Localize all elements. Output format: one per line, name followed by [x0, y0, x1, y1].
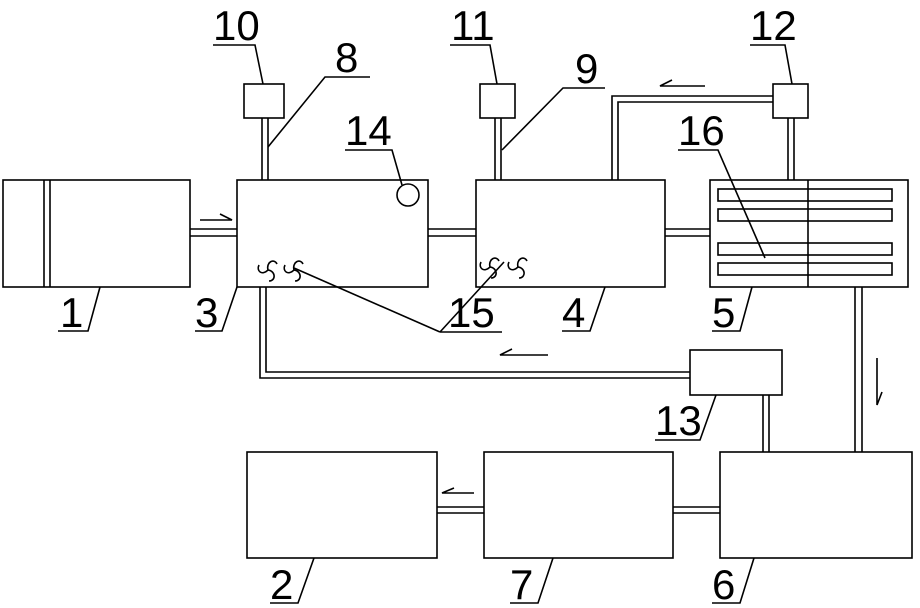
- leader-7: [510, 557, 554, 604]
- box-5-bar-2: [717, 208, 893, 222]
- box-11: [479, 83, 516, 119]
- label-8: 8: [335, 34, 358, 81]
- pipe-12: [787, 118, 795, 180]
- leader-15: [293, 261, 505, 333]
- label-13: 13: [655, 397, 702, 444]
- pipe-5-6: [854, 287, 863, 452]
- label-11: 11: [451, 2, 495, 49]
- fans-15: [257, 257, 528, 282]
- leader-3: [195, 286, 238, 332]
- label-2: 2: [270, 561, 293, 608]
- label-12: 12: [750, 2, 797, 49]
- label-14: 14: [345, 107, 392, 154]
- fan-icon: [479, 257, 500, 279]
- pipe-6-7: [673, 506, 720, 514]
- leader-1: [58, 286, 101, 332]
- box-7: [483, 451, 674, 559]
- arrow-right-icon: [200, 213, 233, 221]
- box-5-outline: [709, 179, 909, 288]
- label-4: 4: [562, 289, 585, 336]
- box-13: [689, 349, 783, 396]
- box-12: [772, 83, 809, 119]
- pipe-13-6: [762, 395, 770, 452]
- leader-4: [562, 286, 606, 332]
- pipe-3-4: [428, 228, 476, 237]
- leader-10: [213, 44, 264, 85]
- label-9: 9: [575, 45, 598, 92]
- leader-16: [678, 149, 766, 259]
- label-15: 15: [448, 289, 495, 336]
- label-7: 7: [510, 561, 533, 608]
- fan-icon: [257, 260, 278, 282]
- fan-icon: [507, 257, 528, 279]
- arrow-left-icon: [659, 79, 705, 87]
- box-5-bar-1: [717, 188, 893, 202]
- leader-2: [270, 557, 315, 604]
- arrow-left-icon: [441, 487, 474, 494]
- box-3: [236, 179, 429, 288]
- leader-12: [750, 44, 793, 85]
- leader-11: [450, 44, 498, 85]
- pipe-10: [261, 118, 269, 180]
- leader-6: [712, 557, 755, 604]
- box-5-bar-4: [717, 262, 893, 276]
- box-4: [475, 179, 666, 288]
- label-16: 16: [678, 107, 725, 154]
- box-3-outline: [236, 179, 429, 288]
- arrow-down-icon: [876, 358, 883, 406]
- label-10: 10: [213, 2, 260, 49]
- box-5-bar-3: [717, 242, 893, 256]
- pipe-7-2: [437, 506, 484, 514]
- box-2: [246, 451, 438, 559]
- leader-14: [345, 149, 403, 186]
- box-5: [709, 179, 909, 288]
- box-10: [243, 83, 285, 119]
- leader-13: [655, 394, 717, 441]
- arrow-left-icon: [499, 348, 548, 356]
- pipe-4-12: [611, 95, 773, 180]
- pipe-1-3: [190, 228, 237, 237]
- leader-9: [501, 87, 605, 151]
- label-3: 3: [195, 289, 218, 336]
- sensor-14-circle: [396, 183, 420, 207]
- fan-icon: [283, 260, 304, 282]
- leader-8: [267, 76, 370, 148]
- label-5: 5: [712, 289, 735, 336]
- label-1: 1: [60, 289, 83, 336]
- label-6: 6: [712, 561, 735, 608]
- box-1: [2, 179, 191, 288]
- box-1-outline: [2, 179, 191, 288]
- pipe-11: [494, 118, 502, 180]
- box-6: [719, 451, 913, 559]
- pipe-4-5: [665, 228, 710, 237]
- leader-5: [712, 286, 753, 332]
- pipe-3-13: [259, 287, 690, 379]
